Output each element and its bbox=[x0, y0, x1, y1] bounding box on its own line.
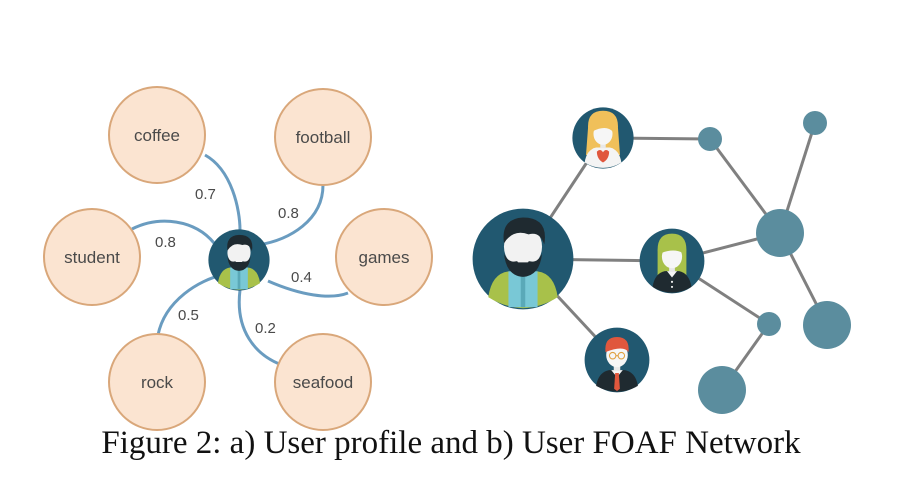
link-rock bbox=[156, 273, 223, 336]
interest-label: seafood bbox=[293, 373, 354, 392]
weight-label-football: 0.8 bbox=[278, 205, 299, 222]
link-coffee bbox=[204, 153, 242, 231]
network-node bbox=[698, 366, 746, 414]
interest-label: rock bbox=[141, 373, 174, 392]
interest-label: coffee bbox=[134, 126, 180, 145]
weight-label-games: 0.4 bbox=[291, 269, 312, 286]
profile-links bbox=[131, 153, 349, 367]
network-node bbox=[757, 312, 781, 336]
link-football bbox=[257, 184, 325, 247]
user-profile-panel: coffee football student games rock seafo… bbox=[43, 86, 433, 431]
interest-node-rock: rock bbox=[108, 333, 206, 431]
link-student bbox=[131, 219, 216, 244]
weight-label-rock: 0.5 bbox=[178, 307, 199, 324]
weight-label-seafood: 0.2 bbox=[255, 320, 276, 337]
interest-node-seafood: seafood bbox=[274, 333, 372, 431]
link-games bbox=[267, 279, 349, 298]
interest-label: games bbox=[358, 248, 409, 267]
interest-label: football bbox=[296, 128, 351, 147]
network-node bbox=[756, 209, 804, 257]
interest-node-coffee: coffee bbox=[108, 86, 206, 184]
man-red-hair-glasses-avatar-icon bbox=[584, 327, 650, 393]
weight-label-coffee: 0.7 bbox=[195, 186, 216, 203]
link-seafood bbox=[237, 289, 283, 367]
woman-blonde-avatar-icon bbox=[572, 107, 634, 169]
figure-caption: Figure 2: a) User profile and b) User FO… bbox=[101, 425, 801, 461]
interest-node-student: student bbox=[43, 208, 141, 306]
network-node bbox=[698, 127, 722, 151]
woman-green-hair-avatar-icon bbox=[639, 228, 705, 294]
interest-node-games: games bbox=[335, 208, 433, 306]
interest-node-football: football bbox=[274, 88, 372, 186]
main-user-avatar-icon bbox=[472, 208, 574, 310]
foaf-network-panel bbox=[472, 107, 851, 414]
user-avatar-icon bbox=[208, 229, 270, 291]
network-node bbox=[803, 301, 851, 349]
weight-label-student: 0.8 bbox=[155, 234, 176, 251]
network-node bbox=[803, 111, 827, 135]
interest-label: student bbox=[64, 248, 120, 267]
